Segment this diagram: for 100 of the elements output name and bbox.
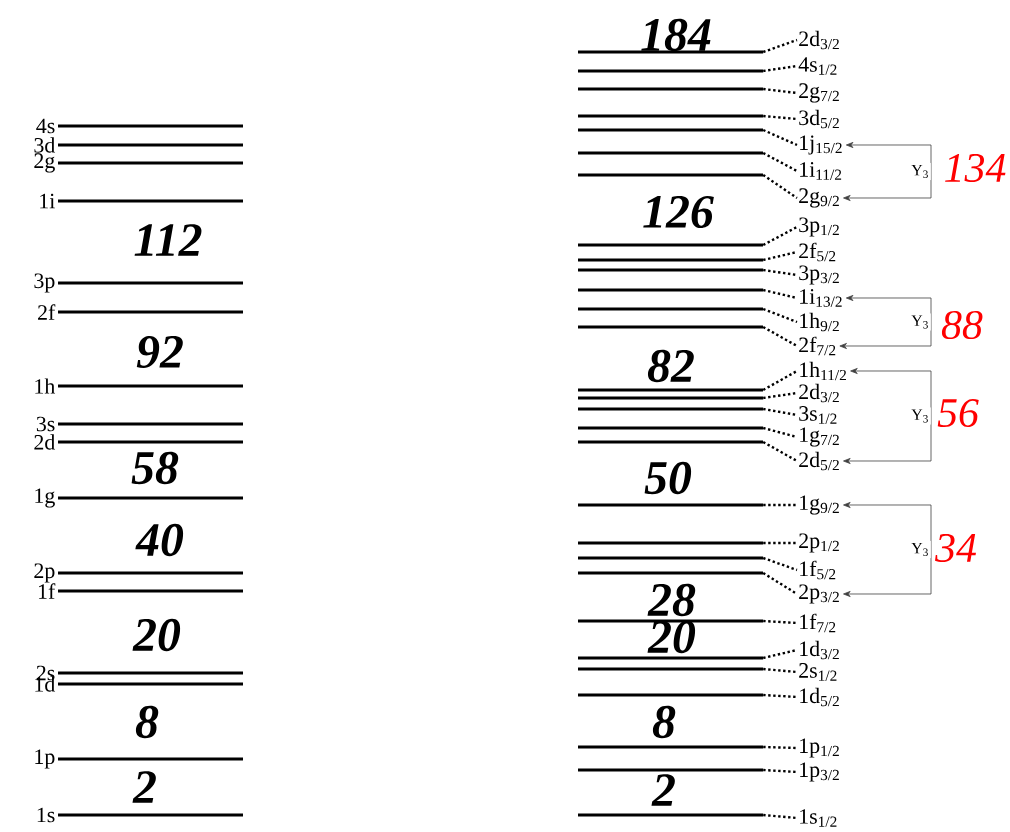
level-label: 2f$_{5/2}$ [799,242,836,262]
energy-level-bar [58,310,243,314]
dotted-connector [763,268,798,277]
energy-level-bar [578,396,763,400]
level-label: 2f$_{7/2}$ [799,336,836,356]
level-label: 1d$_{3/2}$ [800,640,839,660]
level-label: 2p$_{3/2}$ [799,584,839,604]
level-label: 1i [40,193,55,209]
dotted-connector [762,307,798,324]
level-label: 1h$_{9/2}$ [800,312,839,332]
level-label: 1i$_{13/2}$ [800,289,842,307]
level-label: 1g [35,488,55,508]
bracket-arrow [839,295,932,349]
shell-gap-number: 112 [134,224,202,256]
bracket-arrow [843,368,932,464]
dotted-connector [762,38,798,54]
dotted-connector [763,619,798,625]
energy-level-bar [58,143,243,147]
level-label: 1g$_{9/2}$ [800,495,839,515]
energy-level-bar [578,693,763,697]
dotted-connector [763,407,798,417]
level-label: 1d$_{5/2}$ [800,687,839,707]
level-label: 1h [35,378,55,394]
shell-gap-number: 92 [136,335,183,369]
energy-level-bar [578,541,763,545]
dotted-connector [762,369,798,392]
energy-level-bar [578,288,763,292]
dotted-connector [762,426,798,439]
shell-gap-number: 40 [135,523,184,557]
level-label: 1p$_{3/2}$ [800,762,839,782]
dotted-connector [762,151,798,173]
energy-level-bar [578,114,763,118]
level-label: 3p$_{3/2}$ [799,265,839,285]
energy-level-bar [578,50,763,54]
bracket-arrow [843,502,932,597]
energy-level-bar [58,571,243,575]
energy-level-bar [58,440,243,444]
energy-level-bar [578,258,763,262]
energy-level-bar [58,161,243,165]
level-label: 2p$_{1/2}$ [799,533,839,553]
dotted-connector [763,391,798,400]
dotted-connector [763,813,798,820]
energy-level-bar [578,571,763,575]
dotted-connector [762,288,798,300]
level-label: 2d$_{3/2}$ [799,30,839,50]
dotted-connector [763,114,798,121]
level-label: 3d$_{5/2}$ [799,109,839,129]
energy-level-bar [578,503,763,507]
energy-level-bar [578,768,763,772]
dotted-connector [762,128,798,147]
level-label: 2f [38,304,56,320]
level-label: 1f [38,583,56,599]
energy-level-bar [578,325,763,329]
shell-gap-number: 8 [652,705,676,739]
level-label: 2g$_{9/2}$ [799,188,839,208]
energy-level-bar [578,619,763,623]
energy-level-bar [58,682,243,686]
energy-level-bar [578,128,763,132]
dotted-connector [762,250,798,262]
level-label: 2s$_{1/2}$ [799,663,837,681]
energy-level-bar [578,151,763,155]
level-label: 3d [34,137,56,153]
dotted-connector [762,325,798,348]
level-label: 2d$_{3/2}$ [799,383,839,403]
level-label: 1s$_{1/2}$ [800,809,837,827]
energy-level-bar [578,667,763,671]
level-label: 1s [37,807,55,823]
dotted-connector [763,693,798,699]
level-label: 1p [35,749,55,769]
energy-level-bar [578,69,763,73]
dotted-connector [762,572,798,595]
energy-level-bar [58,671,243,675]
energy-level-bar [578,556,763,560]
shell-gap-number: 58 [131,451,179,485]
edge-label: Y$_{3}$ [911,315,928,329]
level-label: 4s$_{1/2}$ [798,57,837,75]
dotted-connector [762,225,798,247]
level-label: 1f$_{5/2}$ [800,560,836,580]
shell-gap-number: 2 [132,771,156,803]
energy-level-bar [578,243,763,247]
energy-level-bar [578,440,763,444]
shell-gap-number: 8 [135,705,159,739]
dotted-connector [763,667,798,674]
level-label: 1p$_{1/2}$ [800,738,839,758]
level-label: 3s$_{1/2}$ [799,406,837,424]
energy-level-bar [58,813,243,817]
level-label: 2p [34,563,55,583]
energy-level-bar [58,199,243,203]
energy-level-bar [578,426,763,430]
shell-gap-number: 20 [132,618,181,652]
magic-number: 134 [945,153,1006,183]
level-label: 3p$_{1/2}$ [799,217,839,237]
level-label: 3s [36,416,55,432]
level-label: 2d$_{5/2}$ [799,451,839,471]
bracket-arrow [843,142,932,201]
shell-gap-number: 126 [643,195,714,229]
level-label: 1i$_{11/2}$ [800,162,842,180]
dotted-connector [762,648,798,660]
magic-number: 88 [941,310,983,340]
dotted-connector [762,556,798,572]
